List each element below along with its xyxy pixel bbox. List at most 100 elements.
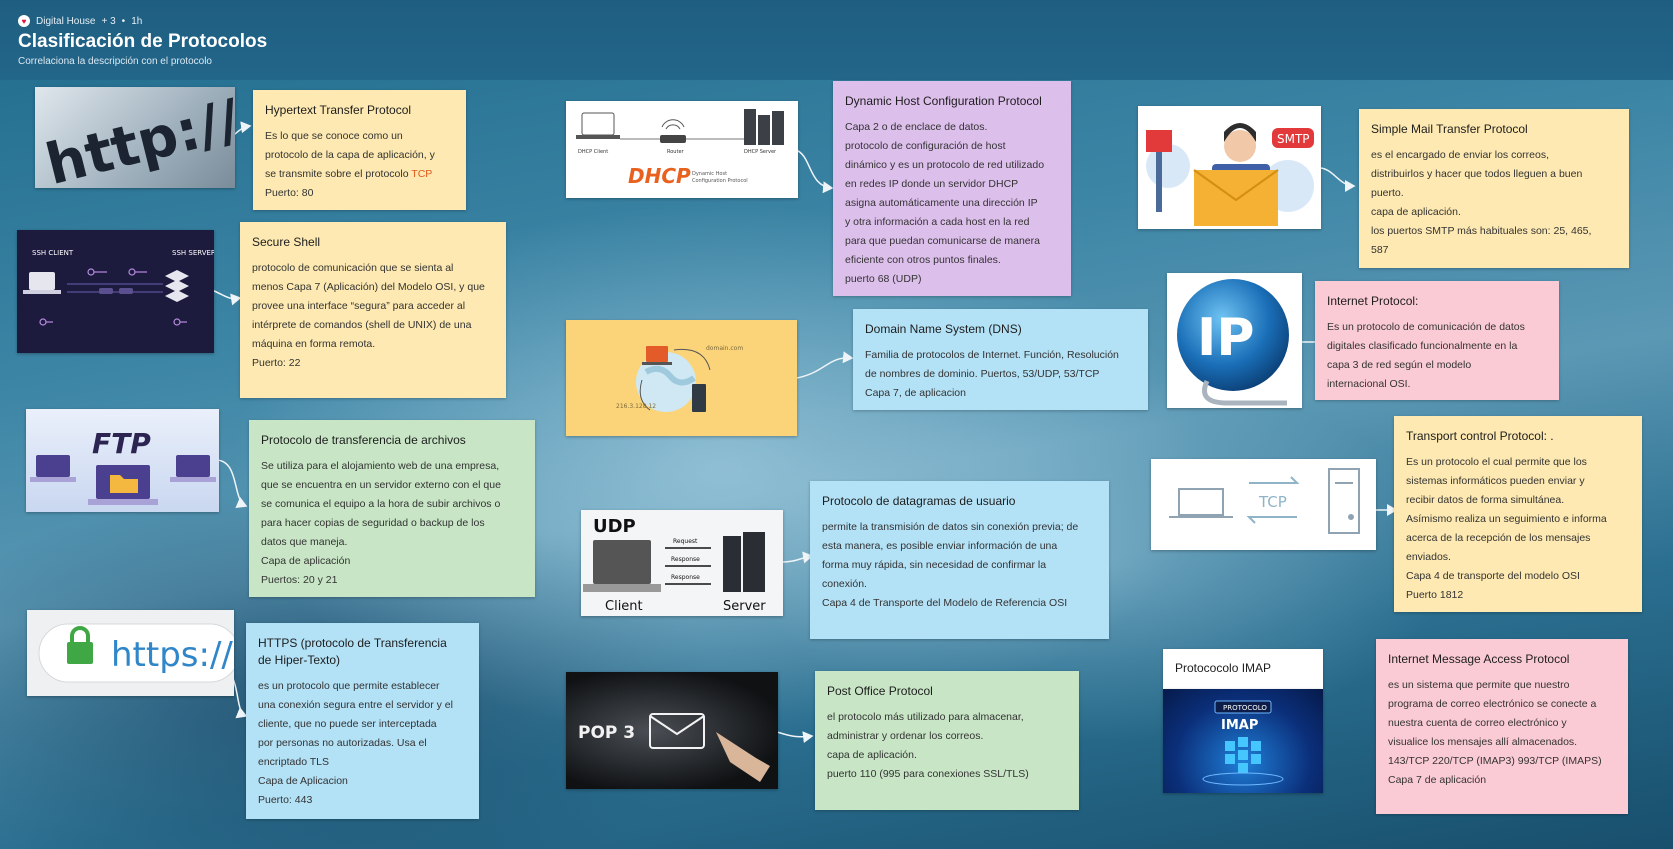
- card-line: enviados.: [1406, 551, 1451, 563]
- card-line: Capa 2 o de enclace de datos.: [845, 121, 988, 133]
- dhcp-caption: Configuration Protocol: [692, 178, 748, 184]
- udp-response-label: Response: [671, 574, 700, 581]
- globe-icon: [1177, 279, 1289, 391]
- card-line: acerca de la recepción de los mensajes: [1406, 532, 1591, 544]
- board-header: ♥ Digital House + 3 • 1h Clasificación d…: [0, 0, 1673, 80]
- laptop-icon: [646, 346, 668, 362]
- collaborators-count[interactable]: + 3: [101, 15, 116, 27]
- http-illustration: http://ww: [40, 87, 235, 188]
- card-line: programa de correo electrónico se conect…: [1388, 698, 1597, 710]
- card-title: Protocolo de datagramas de usuario: [822, 494, 1016, 508]
- card-imap-label[interactable]: Protococolo IMAP: [1163, 649, 1323, 689]
- card-title: Hypertext Transfer Protocol: [265, 103, 412, 117]
- card-line: que se encuentra en un servidor externo …: [261, 479, 501, 491]
- card-ftp[interactable]: Protocolo de transferencia de archivos S…: [249, 420, 535, 597]
- card-line: para que puedan comunicarse de manera: [845, 235, 1040, 247]
- card-line: visualice los mensajes allí almacenados.: [1388, 736, 1578, 748]
- card-line: 143/TCP 220/TCP (IMAP3) 993/TCP (IMAPS): [1388, 755, 1602, 767]
- person-icon: [1224, 130, 1256, 162]
- card-line: puerto 68 (UDP): [845, 273, 922, 285]
- udp-request-label: Request: [673, 538, 698, 545]
- card-line: internacional OSI.: [1327, 378, 1411, 390]
- card-text: se transmite sobre el protocolo: [265, 168, 412, 180]
- card-title: Protocolo de transferencia de archivos: [261, 433, 466, 447]
- ftp-image: FTP: [26, 409, 219, 512]
- card-line: encriptado TLS: [258, 756, 330, 768]
- card-ip[interactable]: Internet Protocol: Es un protocolo de co…: [1315, 281, 1559, 400]
- page-subtitle: Correlaciona la descripción con el proto…: [18, 56, 212, 67]
- card-http[interactable]: Hypertext Transfer Protocol Es lo que se…: [253, 90, 466, 210]
- laptop-right-icon: [176, 455, 210, 477]
- ftp-text: FTP: [92, 427, 151, 460]
- card-ssh[interactable]: Secure Shell protocolo de comunicación q…: [240, 222, 506, 398]
- dns-illustration: domain.com 216.3.128.12: [616, 345, 743, 412]
- http-image: http://ww: [35, 87, 235, 188]
- card-line: Capa 4 de transporte del modelo OSI: [1406, 570, 1580, 582]
- card-line: Puerto: 80: [265, 187, 314, 199]
- ssh-illustration: SSH CLIENT SSH SERVER: [23, 249, 214, 326]
- ip-illustration: IP: [1177, 279, 1289, 406]
- card-line: se transmite sobre el protocolo TCP: [265, 165, 454, 184]
- card-line: Puerto: 443: [258, 794, 313, 806]
- imap-small-text: PROTOCOLO: [1223, 704, 1267, 712]
- card-line: forma muy rápida, sin necesidad de confi…: [822, 559, 1047, 571]
- dhcp-image: DHCP Client Router DHCP Server DHCP Dyna…: [566, 101, 798, 198]
- ip-image: IP: [1167, 273, 1302, 408]
- card-line: datos que maneja.: [261, 536, 348, 548]
- card-line: protocolo de comunicación que se sienta …: [252, 262, 454, 274]
- card-line: Es lo que se conoce como un: [265, 130, 403, 142]
- card-dhcp[interactable]: Dynamic Host Configuration Protocol Capa…: [833, 81, 1071, 296]
- card-line: de nombres de dominio. Puertos, 53/UDP, …: [865, 368, 1100, 380]
- tcp-illustration: TCP: [1169, 468, 1360, 534]
- card-line: Puertos: 20 y 21: [261, 574, 338, 586]
- https-image: https://: [27, 610, 234, 696]
- connector-dns: [796, 351, 854, 379]
- card-title: Internet Protocol:: [1327, 294, 1419, 308]
- card-line: Puerto: 22: [252, 357, 301, 369]
- card-title: Transport control Protocol: .: [1406, 429, 1554, 443]
- card-line: Capa de aplicación: [261, 555, 351, 567]
- card-line: intérprete de comandos (shell de UNIX) d…: [252, 319, 472, 331]
- workspace-logo-icon[interactable]: ♥: [18, 15, 30, 27]
- lock-icon: [67, 626, 93, 664]
- envelope-icon: [1193, 169, 1279, 226]
- page-title: Clasificación de Protocolos: [18, 31, 268, 52]
- card-line: distribuirlos y hacer que todos lleguen …: [1371, 168, 1583, 180]
- https-illustration: https://: [38, 623, 234, 683]
- card-pop[interactable]: Post Office Protocol el protocolo más ut…: [815, 671, 1079, 810]
- server-cubes-icon: [1225, 737, 1261, 773]
- card-line: se comunica el equipo a la hora de subir…: [261, 498, 501, 510]
- card-line: en redes IP donde un servidor DHCP: [845, 178, 1019, 190]
- card-smtp[interactable]: Simple Mail Transfer Protocol es el enca…: [1359, 109, 1629, 268]
- connector-dhcp: [795, 149, 834, 194]
- card-line: Capa 7 de aplicación: [1388, 774, 1487, 786]
- card-tcp[interactable]: Transport control Protocol: . Es un prot…: [1394, 416, 1642, 612]
- dhcp-illustration: DHCP Client Router DHCP Server DHCP Dyna…: [576, 109, 784, 188]
- card-imap[interactable]: Internet Message Access Protocol es un s…: [1376, 639, 1628, 814]
- card-line: capa de aplicación.: [1371, 206, 1461, 218]
- card-udp[interactable]: Protocolo de datagramas de usuario permi…: [810, 481, 1109, 639]
- card-line: dinámico y es un protocolo de red utiliz…: [845, 159, 1045, 171]
- card-line: Capa 4 de Transporte del Modelo de Refer…: [822, 597, 1068, 609]
- card-line: eficiente con otros puntos finales.: [845, 254, 1001, 266]
- ssh-server-label: SSH SERVER: [172, 249, 214, 257]
- udp-label: UDP: [593, 516, 636, 537]
- smtp-illustration: SMTP: [1146, 123, 1314, 226]
- workspace-name[interactable]: Digital House: [36, 15, 96, 27]
- ip-text: IP: [1197, 308, 1254, 368]
- hand-icon: [716, 732, 770, 782]
- card-line: Es un protocolo el cual permite que los: [1406, 456, 1587, 468]
- card-dns[interactable]: Domain Name System (DNS) Familia de prot…: [853, 309, 1148, 410]
- dns-ip-label: 216.3.128.12: [616, 403, 656, 410]
- smtp-badge-text: SMTP: [1277, 132, 1310, 146]
- imap-illustration: PROTOCOLO IMAP: [1202, 700, 1284, 786]
- card-line: puerto.: [1371, 187, 1404, 199]
- card-title: Secure Shell: [252, 235, 321, 249]
- card-title-line: de Hiper-Texto): [258, 653, 341, 667]
- dhcp-caption: Dynamic Host: [692, 171, 727, 177]
- card-line: menos Capa 7 (Aplicación) del Modelo OSI…: [252, 281, 485, 293]
- card-line: puerto 110 (995 para conexiones SSL/TLS): [827, 768, 1029, 780]
- ftp-illustration: FTP: [30, 427, 216, 505]
- smtp-image: SMTP: [1138, 106, 1321, 229]
